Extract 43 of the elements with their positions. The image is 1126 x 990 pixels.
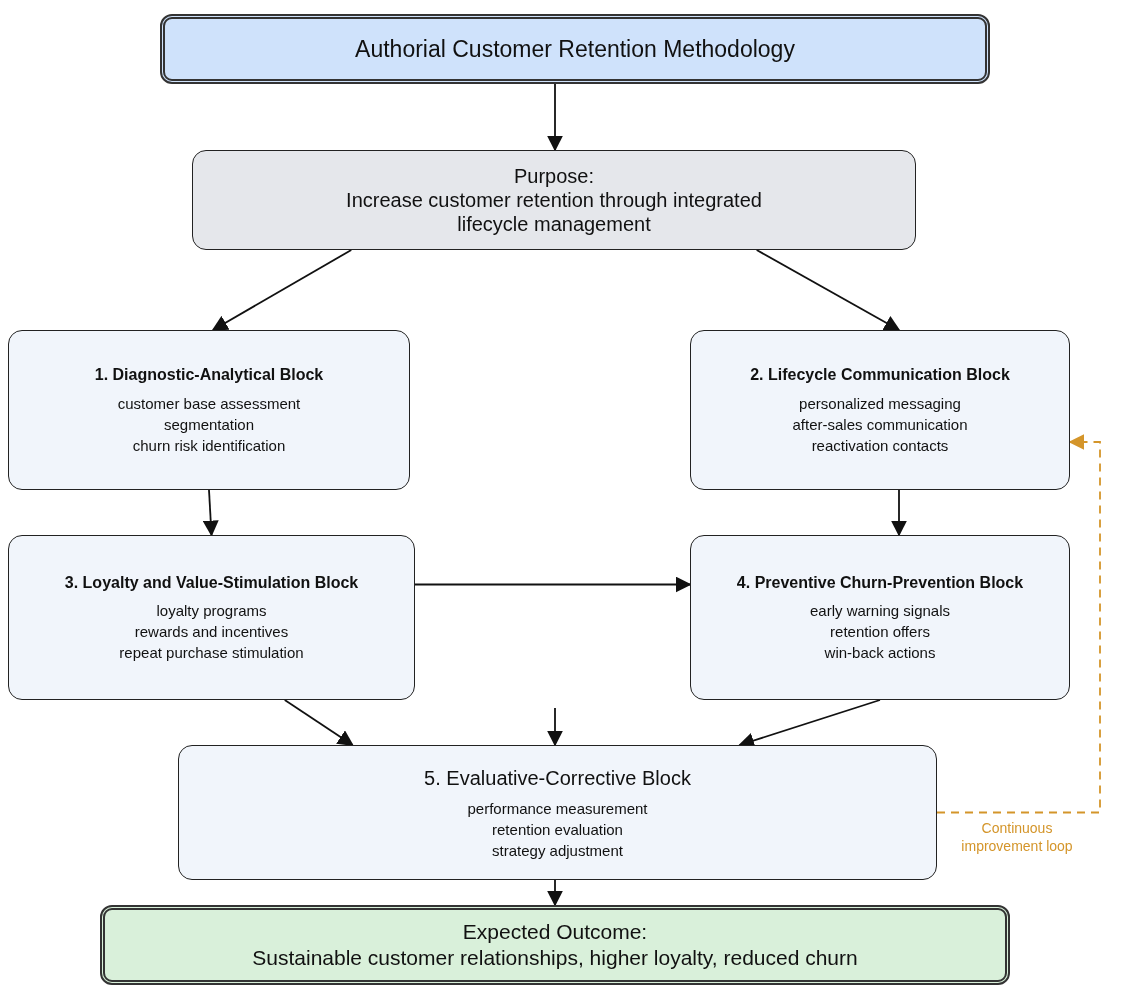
purpose-box: [192, 150, 916, 250]
arrow: [283, 699, 354, 746]
process-box: [690, 535, 1070, 700]
node-text: Sustainable customer relationships, higher loyalty, reduced churn: [252, 945, 858, 971]
node-heading: Purpose:: [513, 164, 595, 188]
node-text: win-back actions: [824, 643, 936, 664]
arrow: [755, 249, 901, 331]
node-text: after-sales communication: [792, 414, 968, 435]
process-box: [8, 330, 410, 490]
node-text: rewards and incentives: [134, 622, 289, 643]
node-text: segmentation: [163, 414, 255, 435]
node-text: repeat purchase stimulation: [119, 643, 304, 664]
arrow: [547, 879, 563, 907]
node-heading: 4. Preventive Churn-Prevention Block: [736, 572, 1024, 593]
node-heading: 3. Loyalty and Value-Stimulation Block: [64, 572, 359, 593]
node-heading: 2. Lifecycle Communication Block: [750, 365, 1010, 386]
node-text: Increase customer retention through integrated lifecycle management: [345, 188, 763, 236]
process-box: [8, 535, 415, 700]
arrow: [202, 489, 219, 537]
node-text: customer base assessment: [117, 393, 301, 414]
node-text: reactivation contacts: [811, 435, 949, 456]
node-text: performance measurement: [467, 799, 648, 819]
node-text: retention evaluation: [492, 820, 623, 840]
arrow: [547, 707, 563, 747]
title-box: [160, 14, 990, 84]
node-text: personalized messaging: [799, 393, 961, 414]
outcome-box: [100, 905, 1010, 985]
arrow: [211, 249, 353, 331]
node-heading: 1. Diagnostic-Analytical Block: [94, 365, 324, 386]
process-box: [178, 745, 937, 880]
arrow: [414, 576, 692, 593]
arrow: [936, 434, 1101, 814]
process-box: [690, 330, 1070, 490]
node-text: early warning signals: [809, 601, 951, 622]
arrow: [547, 83, 563, 152]
node-heading: Expected Outcome:: [462, 918, 648, 945]
node-heading: 5. Evaluative-Corrective Block: [424, 766, 691, 791]
arrow: [891, 489, 907, 537]
node-text: loyalty programs: [156, 601, 267, 622]
node-heading: Authorial Customer Retention Methodology: [355, 35, 795, 63]
node-text: churn risk identification: [132, 435, 286, 456]
node-text: strategy adjustment: [492, 841, 623, 861]
node-text: retention offers: [830, 622, 930, 643]
